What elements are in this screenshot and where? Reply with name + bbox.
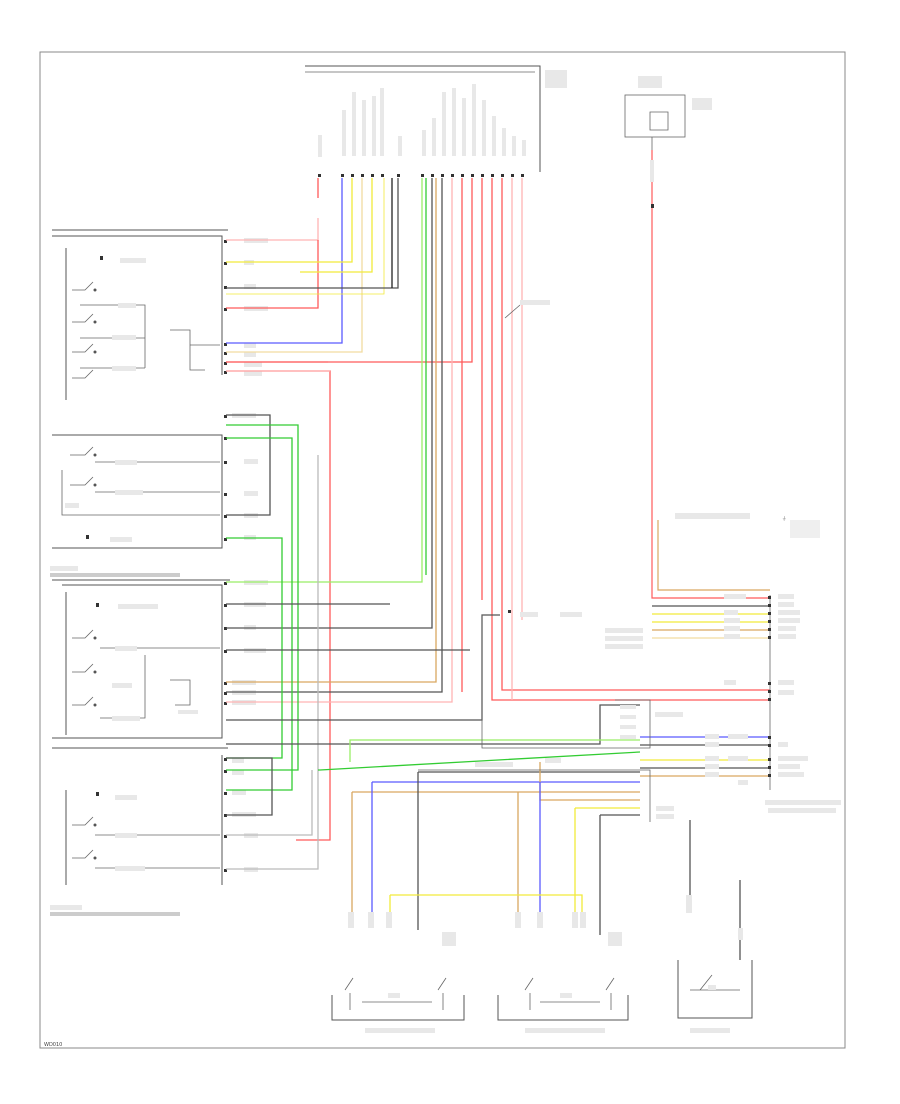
right-steering-label-2 [50, 912, 180, 916]
wires [226, 178, 770, 960]
left-wire-labels [232, 238, 268, 872]
fuse-box [624, 76, 712, 150]
ecu-label-block [545, 70, 567, 88]
right-ground-note: ⏚ [675, 513, 820, 538]
left-steering-button [331, 912, 465, 1033]
electronic-control-unit [305, 65, 567, 177]
horn-button [677, 895, 753, 1033]
diagram-border [39, 51, 846, 1049]
footer-code: WD010 [44, 1042, 62, 1048]
left-steering-label [50, 566, 78, 571]
right-steering-label [50, 905, 82, 910]
middle-control-unit [481, 300, 683, 749]
left-switch-module-2 [52, 434, 223, 549]
right-connector [605, 594, 841, 813]
left-connector-pins [224, 240, 227, 872]
fuse-wire [650, 150, 770, 599]
left-steering-label-2 [50, 573, 180, 577]
left-switch-module-3 [52, 579, 230, 739]
right-steering-button [497, 912, 629, 1033]
bottom-connector [418, 758, 674, 822]
left-switch-module-4 [52, 747, 228, 885]
svg-text:⏚: ⏚ [782, 515, 787, 522]
left-switch-module-1 [52, 229, 228, 400]
